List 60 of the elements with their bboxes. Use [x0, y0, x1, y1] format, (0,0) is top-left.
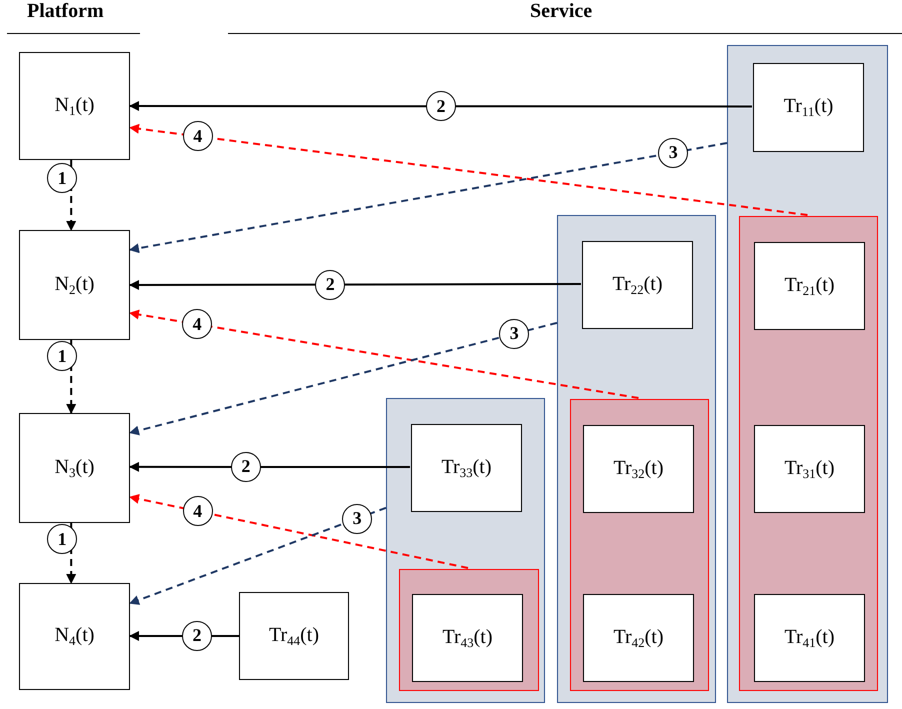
arrow — [129, 280, 581, 290]
step-number: 3 — [499, 318, 530, 349]
step-number: 1 — [47, 163, 78, 194]
arrow — [129, 101, 752, 111]
step-number: 1 — [47, 524, 78, 554]
arrow — [129, 322, 558, 436]
step-number: 2 — [315, 270, 346, 300]
node-label: N$_{4}$(t) — [54, 624, 94, 649]
highlight-panel — [739, 216, 878, 691]
arrow — [66, 523, 76, 584]
node-label: N$_{1}$(t) — [54, 94, 94, 118]
arrow — [129, 494, 468, 569]
node-label: N$_{2}$(t) — [54, 272, 94, 298]
step-number: 4 — [182, 121, 213, 152]
service-group-panel — [727, 45, 888, 703]
node-label: N$_{3}$(t) — [54, 456, 94, 480]
service-group-panel — [386, 398, 545, 703]
arrow — [66, 340, 76, 414]
platform-node-box — [19, 52, 130, 160]
step-number: 2 — [230, 452, 261, 482]
step-number: 4 — [182, 496, 213, 526]
column-header: Platform — [27, 0, 104, 23]
step-number: 2 — [182, 620, 212, 651]
platform-node-box — [19, 413, 130, 523]
service-box — [412, 594, 523, 682]
column-header: Service — [530, 0, 592, 23]
service-box — [583, 594, 694, 682]
service-box — [754, 594, 865, 682]
node-label: Tr$_{41}$(t) — [784, 626, 835, 650]
step-number: 2 — [426, 91, 456, 122]
arrow — [129, 124, 808, 216]
node-label: Tr$_{21}$(t) — [784, 274, 835, 298]
node-label: Tr$_{11}$(t) — [784, 95, 834, 120]
step-number: 4 — [182, 309, 212, 340]
arrow — [66, 160, 76, 231]
arrow — [129, 462, 410, 472]
service-box — [754, 425, 865, 513]
highlight-panel — [570, 399, 709, 691]
service-box — [582, 241, 693, 329]
arrow — [129, 142, 728, 254]
step-number: 3 — [342, 504, 372, 534]
node-label: Tr$_{32}$(t) — [613, 456, 664, 482]
service-box — [754, 242, 865, 330]
node-label: Tr$_{22}$(t) — [612, 272, 663, 298]
platform-node-box — [19, 230, 130, 340]
step-number: 3 — [658, 138, 688, 168]
node-label: Tr$_{31}$(t) — [784, 456, 835, 482]
node-label: Tr$_{44}$(t) — [268, 624, 320, 648]
service-box — [239, 592, 349, 680]
node-label: Tr$_{42}$(t) — [613, 626, 664, 650]
highlight-panel — [399, 569, 539, 691]
service-box — [411, 424, 522, 512]
service-box — [753, 63, 864, 152]
node-label: Tr$_{43}$(t) — [442, 626, 493, 650]
step-number: 1 — [47, 341, 78, 372]
service-group-panel — [557, 215, 716, 703]
platform-node-box — [19, 583, 130, 690]
node-label: Tr$_{33}$(t) — [441, 456, 492, 480]
arrow — [129, 310, 639, 399]
service-box — [583, 425, 694, 513]
